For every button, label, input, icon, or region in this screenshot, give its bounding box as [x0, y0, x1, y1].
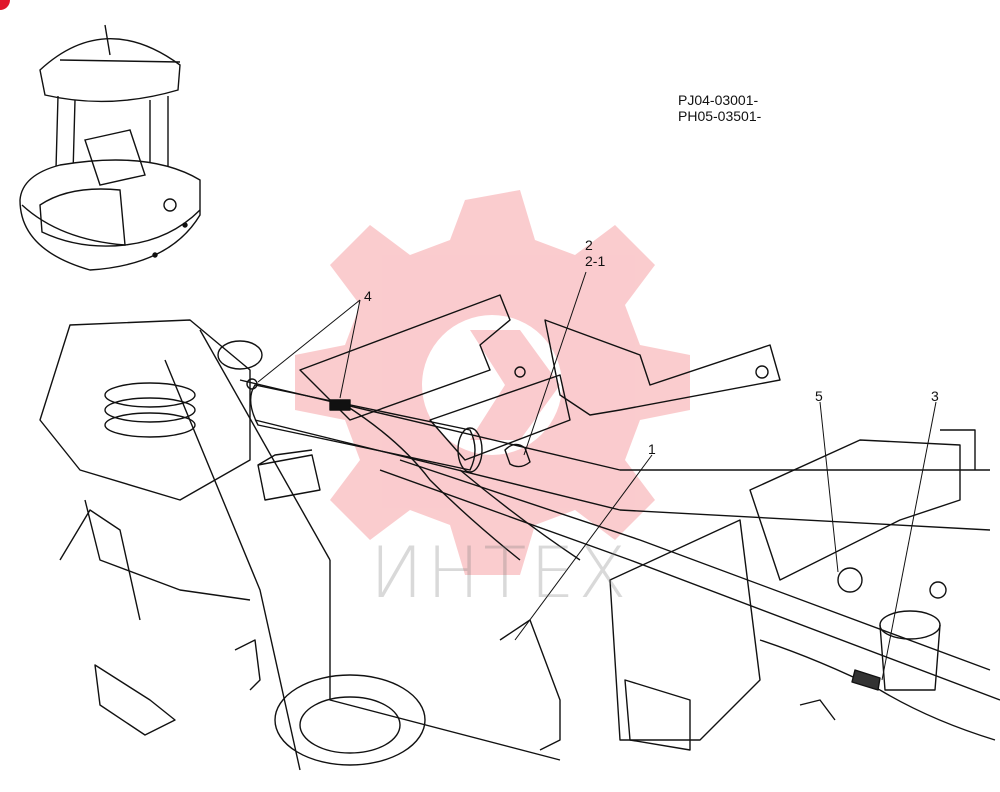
callout-label-1: 1: [648, 441, 656, 457]
leader-1: [514, 454, 653, 641]
callout-label-5: 5: [815, 388, 823, 404]
callout-leaders: [257, 271, 937, 681]
callout-label-2: 2: [585, 237, 593, 253]
callout-label-2-1: 2-1: [585, 253, 606, 269]
leader-2: [523, 271, 587, 456]
callout-label-4: 4: [364, 288, 372, 304]
inset-excavator-view: [19, 24, 201, 271]
serial-number-range-1: PJ04-03001-: [678, 92, 759, 108]
leader-5: [819, 401, 839, 573]
leader-4b: [339, 299, 361, 399]
watermark-gear-logo: [295, 190, 690, 575]
frame-linework: [39, 294, 1000, 771]
leader-3: [881, 401, 937, 681]
serial-number-range-2: PH05-03501-: [678, 108, 762, 124]
corner-badge: [0, 0, 10, 10]
watermark-text: ИНТЕХ: [370, 532, 631, 614]
callout-label-3: 3: [931, 388, 939, 404]
leader-4a: [257, 299, 361, 383]
